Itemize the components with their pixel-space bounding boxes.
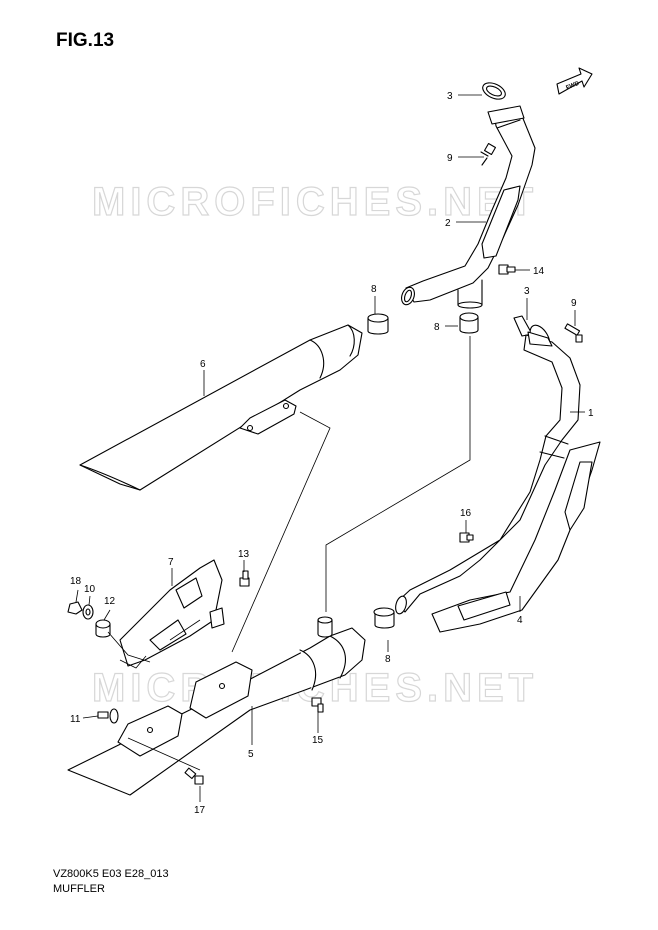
callout-11: 11 — [70, 714, 81, 725]
callout-6: 6 — [200, 359, 206, 370]
rear-exhaust-pipe — [395, 331, 581, 615]
rear-muffler — [67, 616, 366, 796]
callout-14: 14 — [533, 266, 545, 277]
assembly-lines — [107, 336, 471, 771]
callout-8-upper: 8 — [371, 284, 377, 295]
callout-4: 4 — [517, 615, 523, 626]
bolt-upper-front — [480, 142, 497, 166]
callout-3-right: 3 — [524, 286, 530, 297]
front-exhaust-pipe — [401, 105, 536, 309]
collar-center — [459, 312, 479, 334]
watermark-top: MICROFICHES.NET — [91, 179, 539, 224]
callout-18: 18 — [70, 576, 82, 587]
collar-lower — [373, 607, 395, 629]
bolt-11 — [97, 708, 119, 724]
muffler-bracket — [119, 559, 225, 667]
nut-18 — [67, 601, 83, 615]
callout-7: 7 — [168, 557, 174, 568]
figure-title: FIG.13 — [56, 30, 115, 51]
collar-upper — [367, 313, 389, 335]
callout-5: 5 — [248, 749, 254, 760]
cushion-12 — [95, 619, 111, 638]
callout-8-center: 8 — [434, 322, 440, 333]
bolt-16 — [459, 532, 474, 543]
callout-8-lower: 8 — [385, 654, 391, 665]
callout-1: 1 — [588, 408, 594, 419]
callout-9-upper: 9 — [447, 153, 453, 164]
callout-9-right: 9 — [571, 298, 577, 309]
rear-heat-shield — [431, 441, 601, 633]
callout-10: 10 — [84, 584, 96, 595]
callout-15: 15 — [312, 735, 324, 746]
bolt-upper-rear — [564, 323, 583, 343]
callout-2: 2 — [445, 218, 451, 229]
bolt-17 — [184, 767, 204, 785]
front-muffler — [79, 324, 363, 491]
callout-13: 13 — [238, 549, 250, 560]
gasket-upper — [482, 82, 506, 100]
callout-17: 17 — [194, 805, 206, 816]
callout-3-upper: 3 — [447, 91, 453, 102]
fwd-arrow-icon: FWD — [556, 67, 593, 95]
bolt-14 — [498, 264, 516, 275]
model-code: VZ800K5 E03 E28_013 — [53, 868, 169, 880]
leader-lines — [75, 94, 585, 802]
section-name: MUFFLER — [53, 883, 105, 895]
callout-12: 12 — [104, 596, 116, 607]
washer-10 — [82, 604, 94, 620]
callout-16: 16 — [460, 508, 472, 519]
fwd-label: FWD — [565, 81, 581, 92]
bolt-13 — [239, 570, 250, 587]
bolt-15 — [311, 697, 324, 713]
